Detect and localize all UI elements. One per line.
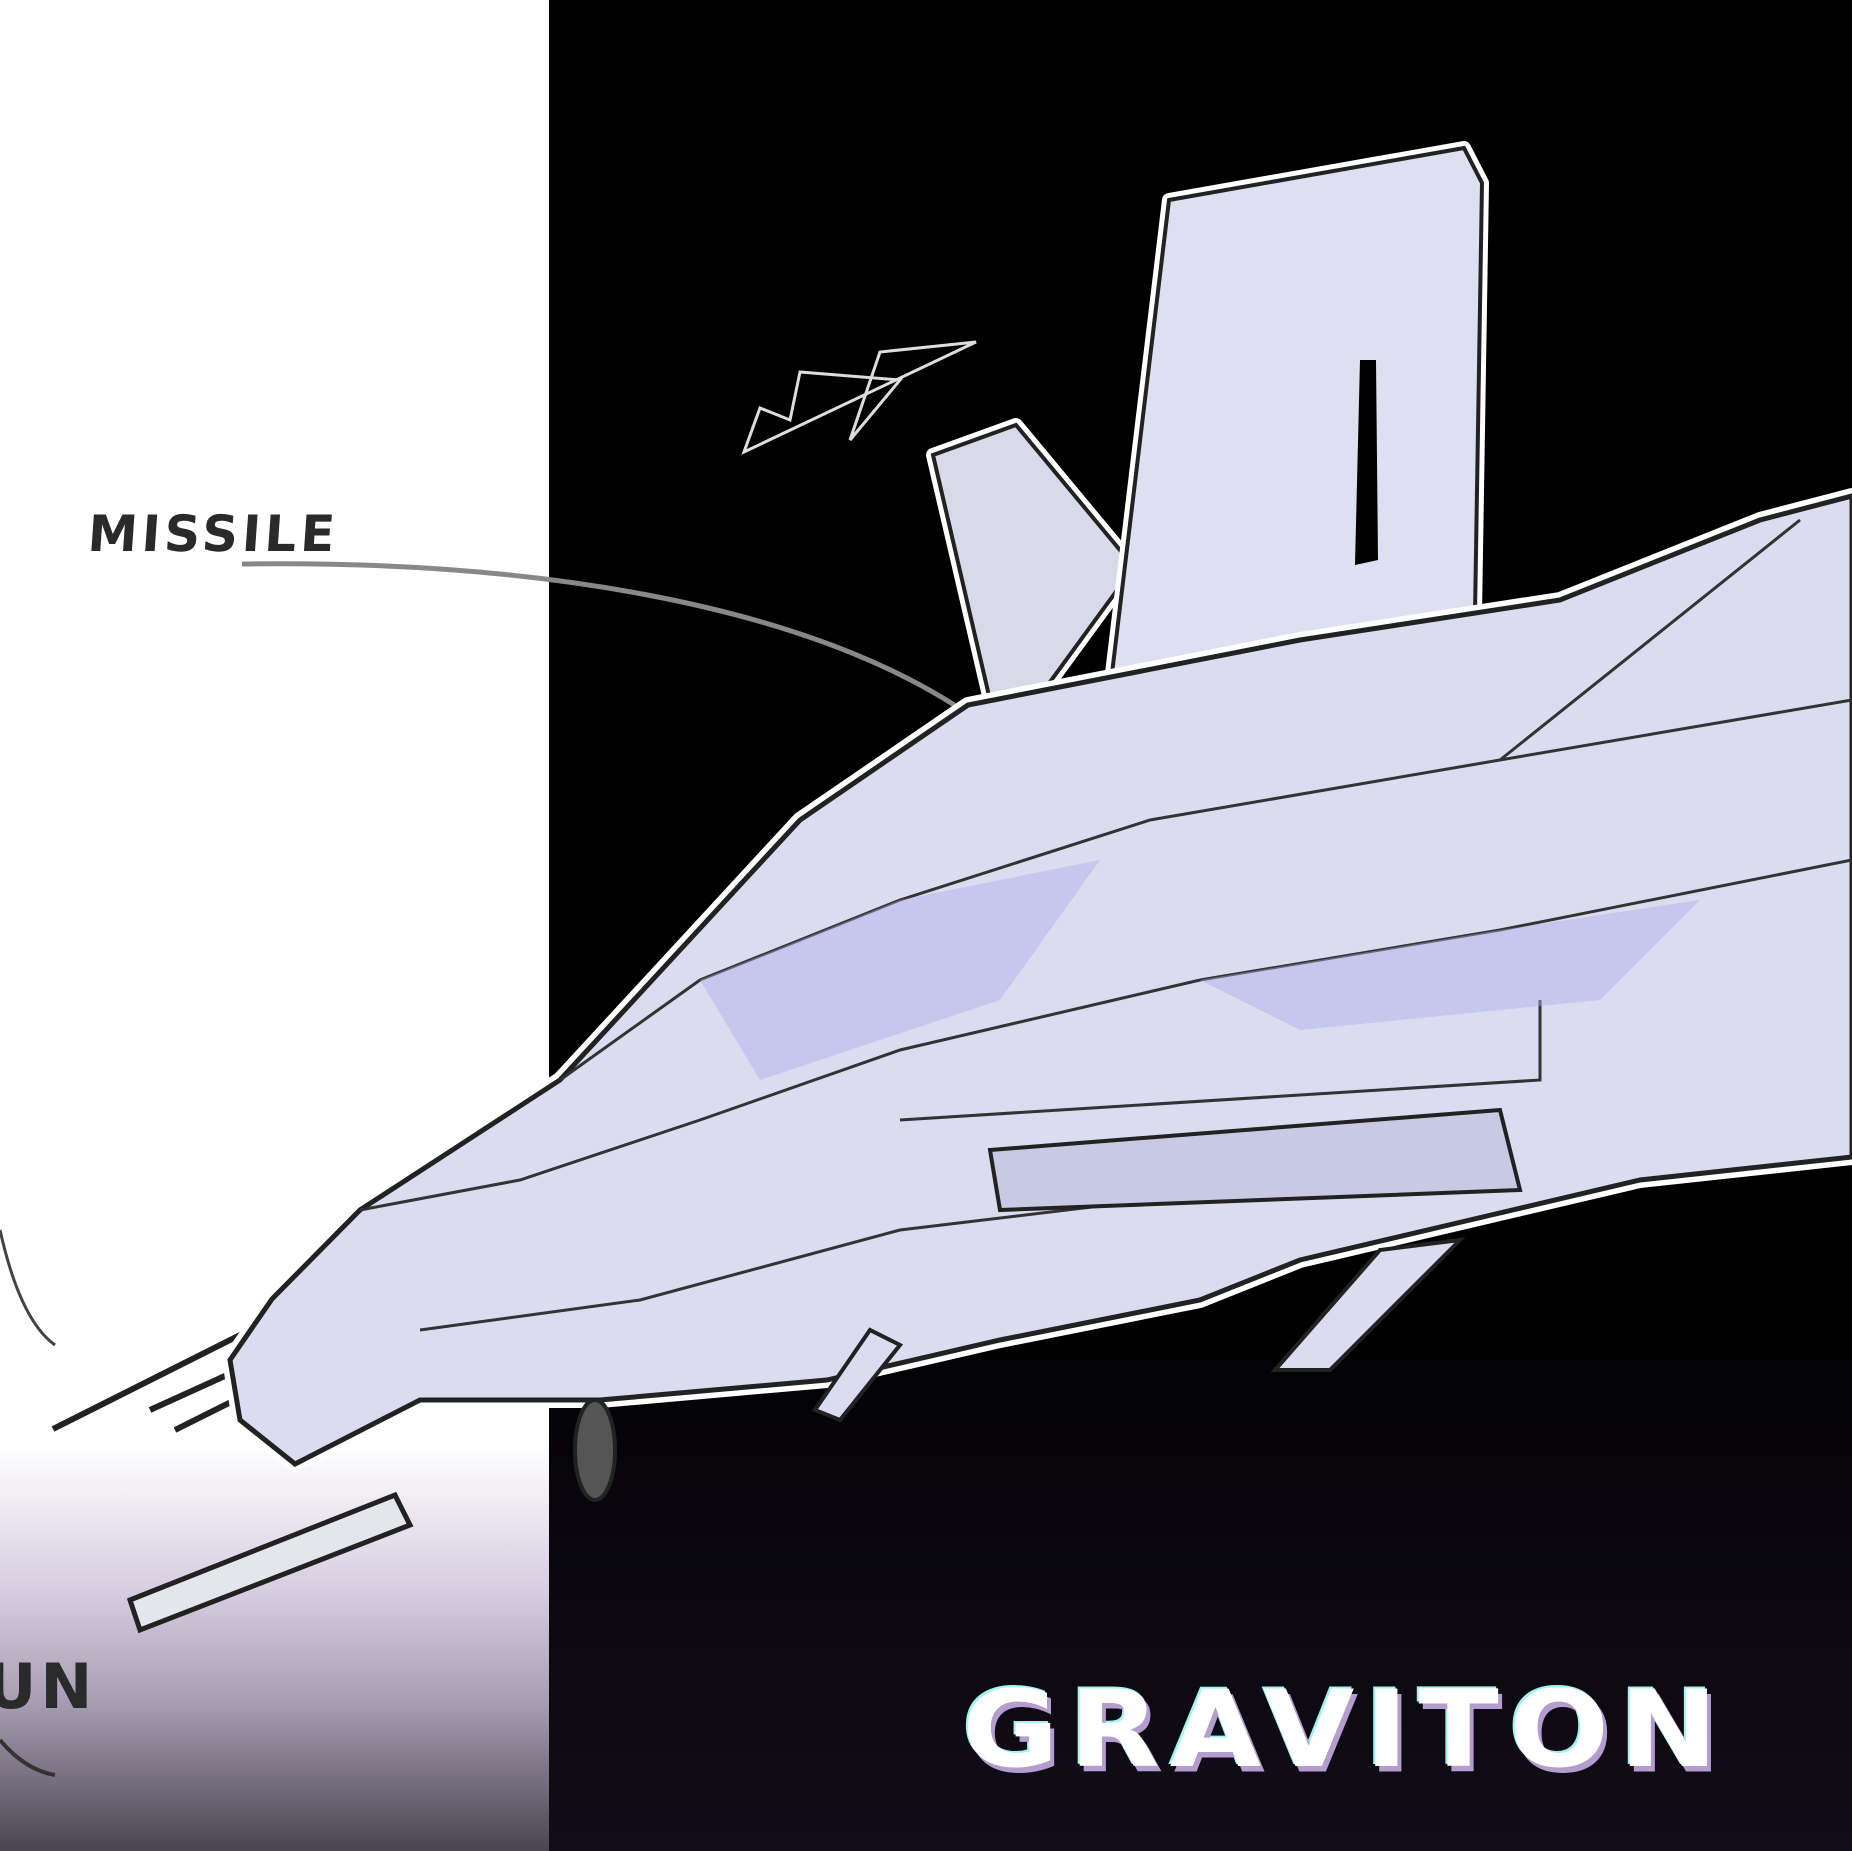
intake-vent	[987, 1107, 1523, 1213]
landing-wheel	[573, 1398, 617, 1502]
rotation-arrow-sketch	[741, 340, 977, 455]
tail-fin-slot	[1355, 360, 1378, 565]
sketch-arc-lower	[0, 1738, 56, 1777]
ventral-strut	[811, 1327, 904, 1423]
main-gun	[126, 1491, 414, 1634]
graviton-logo: GRAVITON	[962, 1666, 1728, 1792]
sketch-arc	[0, 1229, 56, 1347]
ventral-fin	[1270, 1237, 1466, 1372]
gun-annotation: UN	[0, 1650, 97, 1723]
missile-annotation: MISSILE	[85, 505, 341, 563]
missile-leader-line	[241, 561, 970, 717]
hull-panel-lines	[359, 518, 1852, 1332]
hull-shading	[700, 860, 1700, 1080]
